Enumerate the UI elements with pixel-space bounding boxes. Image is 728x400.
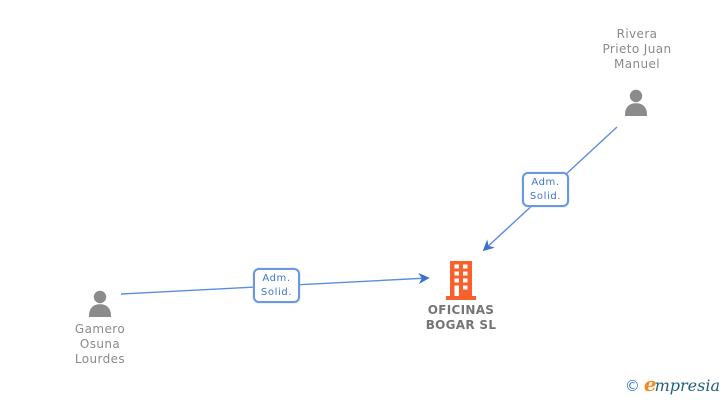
building-icon[interactable] bbox=[446, 261, 476, 304]
logo-brand: empresia bbox=[644, 372, 720, 396]
person-icon[interactable] bbox=[621, 88, 651, 122]
edge-label-adm-solid-top: Adm. Solid. bbox=[522, 172, 569, 207]
person-icon[interactable] bbox=[85, 289, 115, 323]
node-label-person-left[interactable]: Gamero Osuna Lourdes bbox=[74, 322, 126, 366]
copyright-icon: © bbox=[624, 377, 640, 395]
node-label-company[interactable]: OFICINAS BOGAR SL bbox=[425, 303, 497, 332]
node-label-person-top[interactable]: Rivera Prieto Juan Manuel bbox=[602, 27, 672, 71]
empresia-logo[interactable]: © empresia bbox=[625, 372, 720, 396]
edge-label-adm-solid-left: Adm. Solid. bbox=[253, 268, 300, 303]
logo-brand-rest: mpresia bbox=[654, 376, 720, 395]
logo-brand-initial: e bbox=[643, 372, 657, 396]
